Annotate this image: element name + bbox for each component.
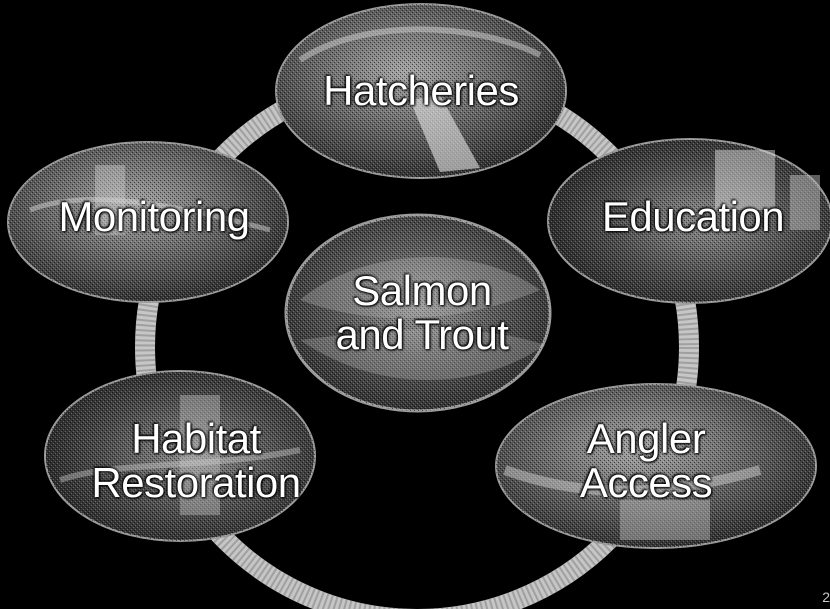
node-label-habitat-restoration: Habitat Restoration xyxy=(91,415,301,506)
slide-number: 2 xyxy=(822,589,830,605)
node-angler-access xyxy=(495,383,817,549)
node-label-hatcheries: Hatcheries xyxy=(323,67,519,114)
node-label-monitoring: Monitoring xyxy=(58,193,250,240)
node-education xyxy=(547,138,830,304)
center-label-salmon-and-trout: Salmon and Trout xyxy=(335,267,509,358)
node-monitoring xyxy=(7,141,289,303)
node-hatcheries xyxy=(275,3,567,179)
node-label-education: Education xyxy=(601,193,785,240)
node-habitat-restoration xyxy=(44,370,316,542)
center-node-salmon-and-trout xyxy=(284,213,552,413)
node-label-angler-access: Angler Access xyxy=(579,415,713,506)
